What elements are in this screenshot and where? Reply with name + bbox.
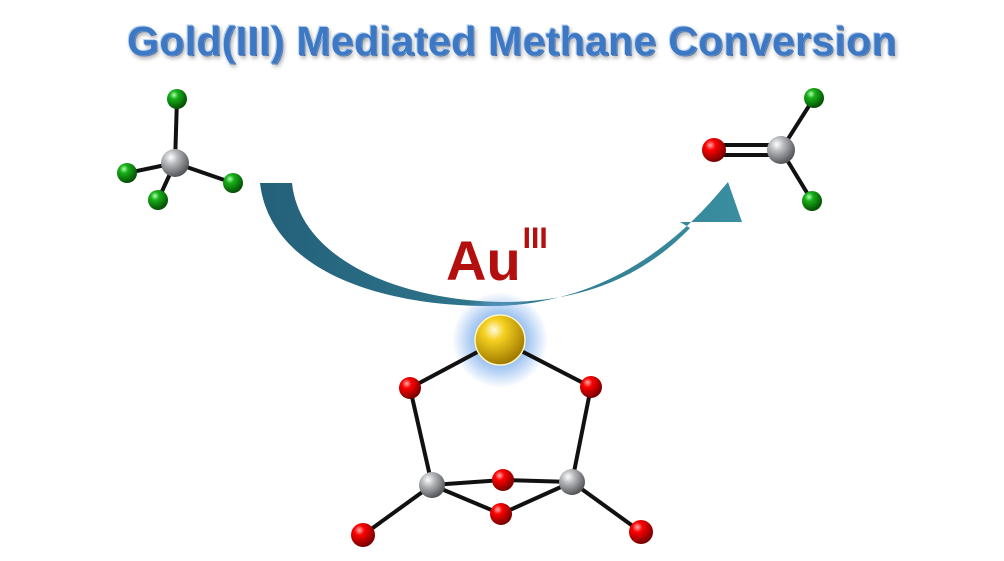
methane-molecule (117, 89, 243, 210)
gold-complex (351, 292, 653, 547)
oxidation-state: III (522, 222, 548, 255)
curved-reaction-arrow (260, 182, 742, 307)
gold-atom (474, 314, 526, 366)
catalyst-symbol: Au (446, 229, 521, 292)
page-title: Gold(III) Mediated Methane Conversion (127, 18, 897, 64)
formaldehyde-molecule (702, 88, 824, 211)
catalyst-label: AuIII (446, 222, 548, 293)
